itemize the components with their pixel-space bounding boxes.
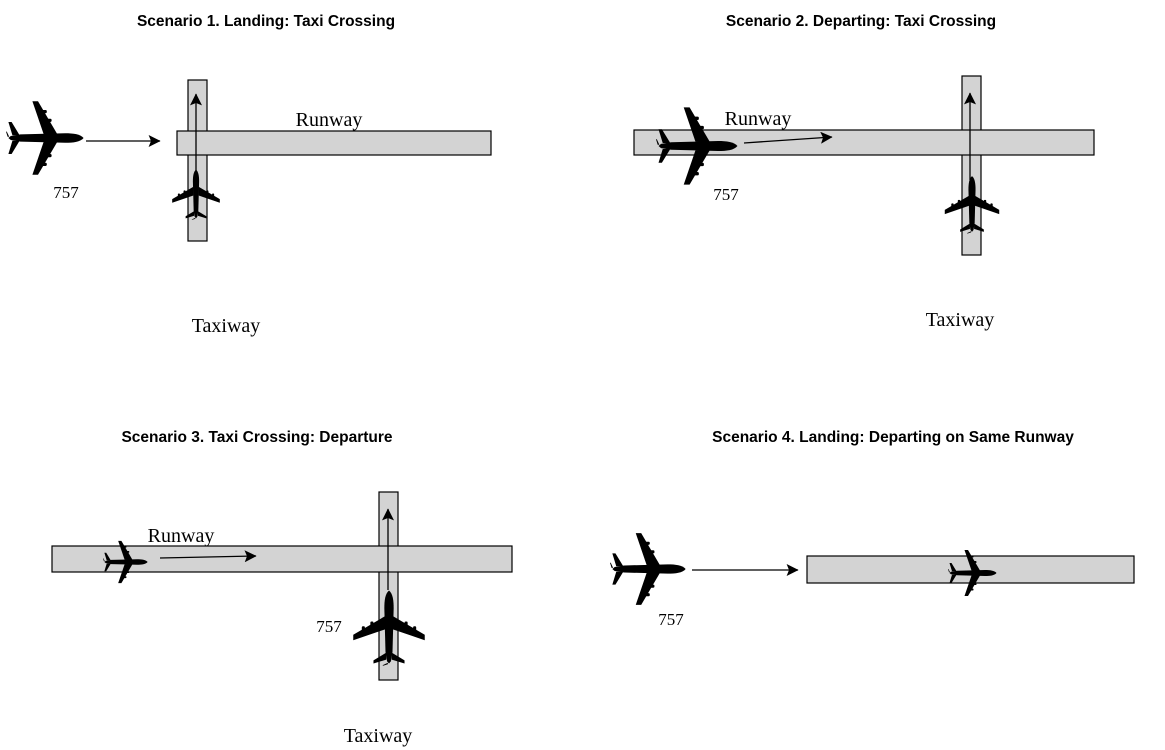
scenario-3: Scenario 3. Taxi Crossing: Departure Run… bbox=[51, 429, 513, 747]
scenario-2-taxiway bbox=[961, 75, 982, 256]
scenario-1-757-label: 757 bbox=[53, 183, 79, 202]
scenario-4-757-airplane-icon bbox=[610, 533, 686, 605]
scenario-3-757-label: 757 bbox=[316, 617, 342, 636]
scenario-1-taxiway bbox=[187, 79, 208, 242]
scenario-2-757-label: 757 bbox=[713, 185, 739, 204]
scenario-2: Scenario 2. Departing: Taxi Crossing Run… bbox=[633, 13, 1095, 331]
scenario-1-taxiway-label: Taxiway bbox=[192, 315, 261, 337]
scenario-4-757-label: 757 bbox=[658, 610, 684, 629]
scenario-3-runway-label: Runway bbox=[148, 525, 215, 547]
scenario-2-title: Scenario 2. Departing: Taxi Crossing bbox=[726, 13, 996, 30]
scenario-2-taxi-airplane-icon bbox=[944, 176, 1000, 234]
scenario-2-runway-label: Runway bbox=[725, 108, 792, 130]
scenario-3-runway bbox=[51, 545, 513, 573]
scenario-2-departure-arrow bbox=[743, 131, 833, 144]
scenario-3-title: Scenario 3. Taxi Crossing: Departure bbox=[121, 429, 392, 446]
scenario-3-departure-arrow bbox=[159, 550, 257, 563]
scenario-1-757-airplane-icon bbox=[6, 101, 84, 175]
scenario-1-taxi-airplane-icon bbox=[172, 169, 220, 220]
scenario-2-taxiway-label: Taxiway bbox=[926, 309, 995, 331]
scenario-4: Scenario 4. Landing: Departing on Same R… bbox=[610, 429, 1135, 629]
scenario-1-runway-label: Runway bbox=[296, 109, 363, 131]
scenario-4-title: Scenario 4. Landing: Departing on Same R… bbox=[712, 429, 1074, 446]
scenario-1-title: Scenario 1. Landing: Taxi Crossing bbox=[137, 13, 395, 30]
scenario-3-757-airplane-icon bbox=[353, 590, 425, 666]
scenario-1: Scenario 1. Landing: Taxi Crossing Runwa… bbox=[6, 13, 492, 337]
scenario-1-runway bbox=[176, 130, 492, 156]
scenario-3-taxiway-label: Taxiway bbox=[344, 725, 413, 747]
